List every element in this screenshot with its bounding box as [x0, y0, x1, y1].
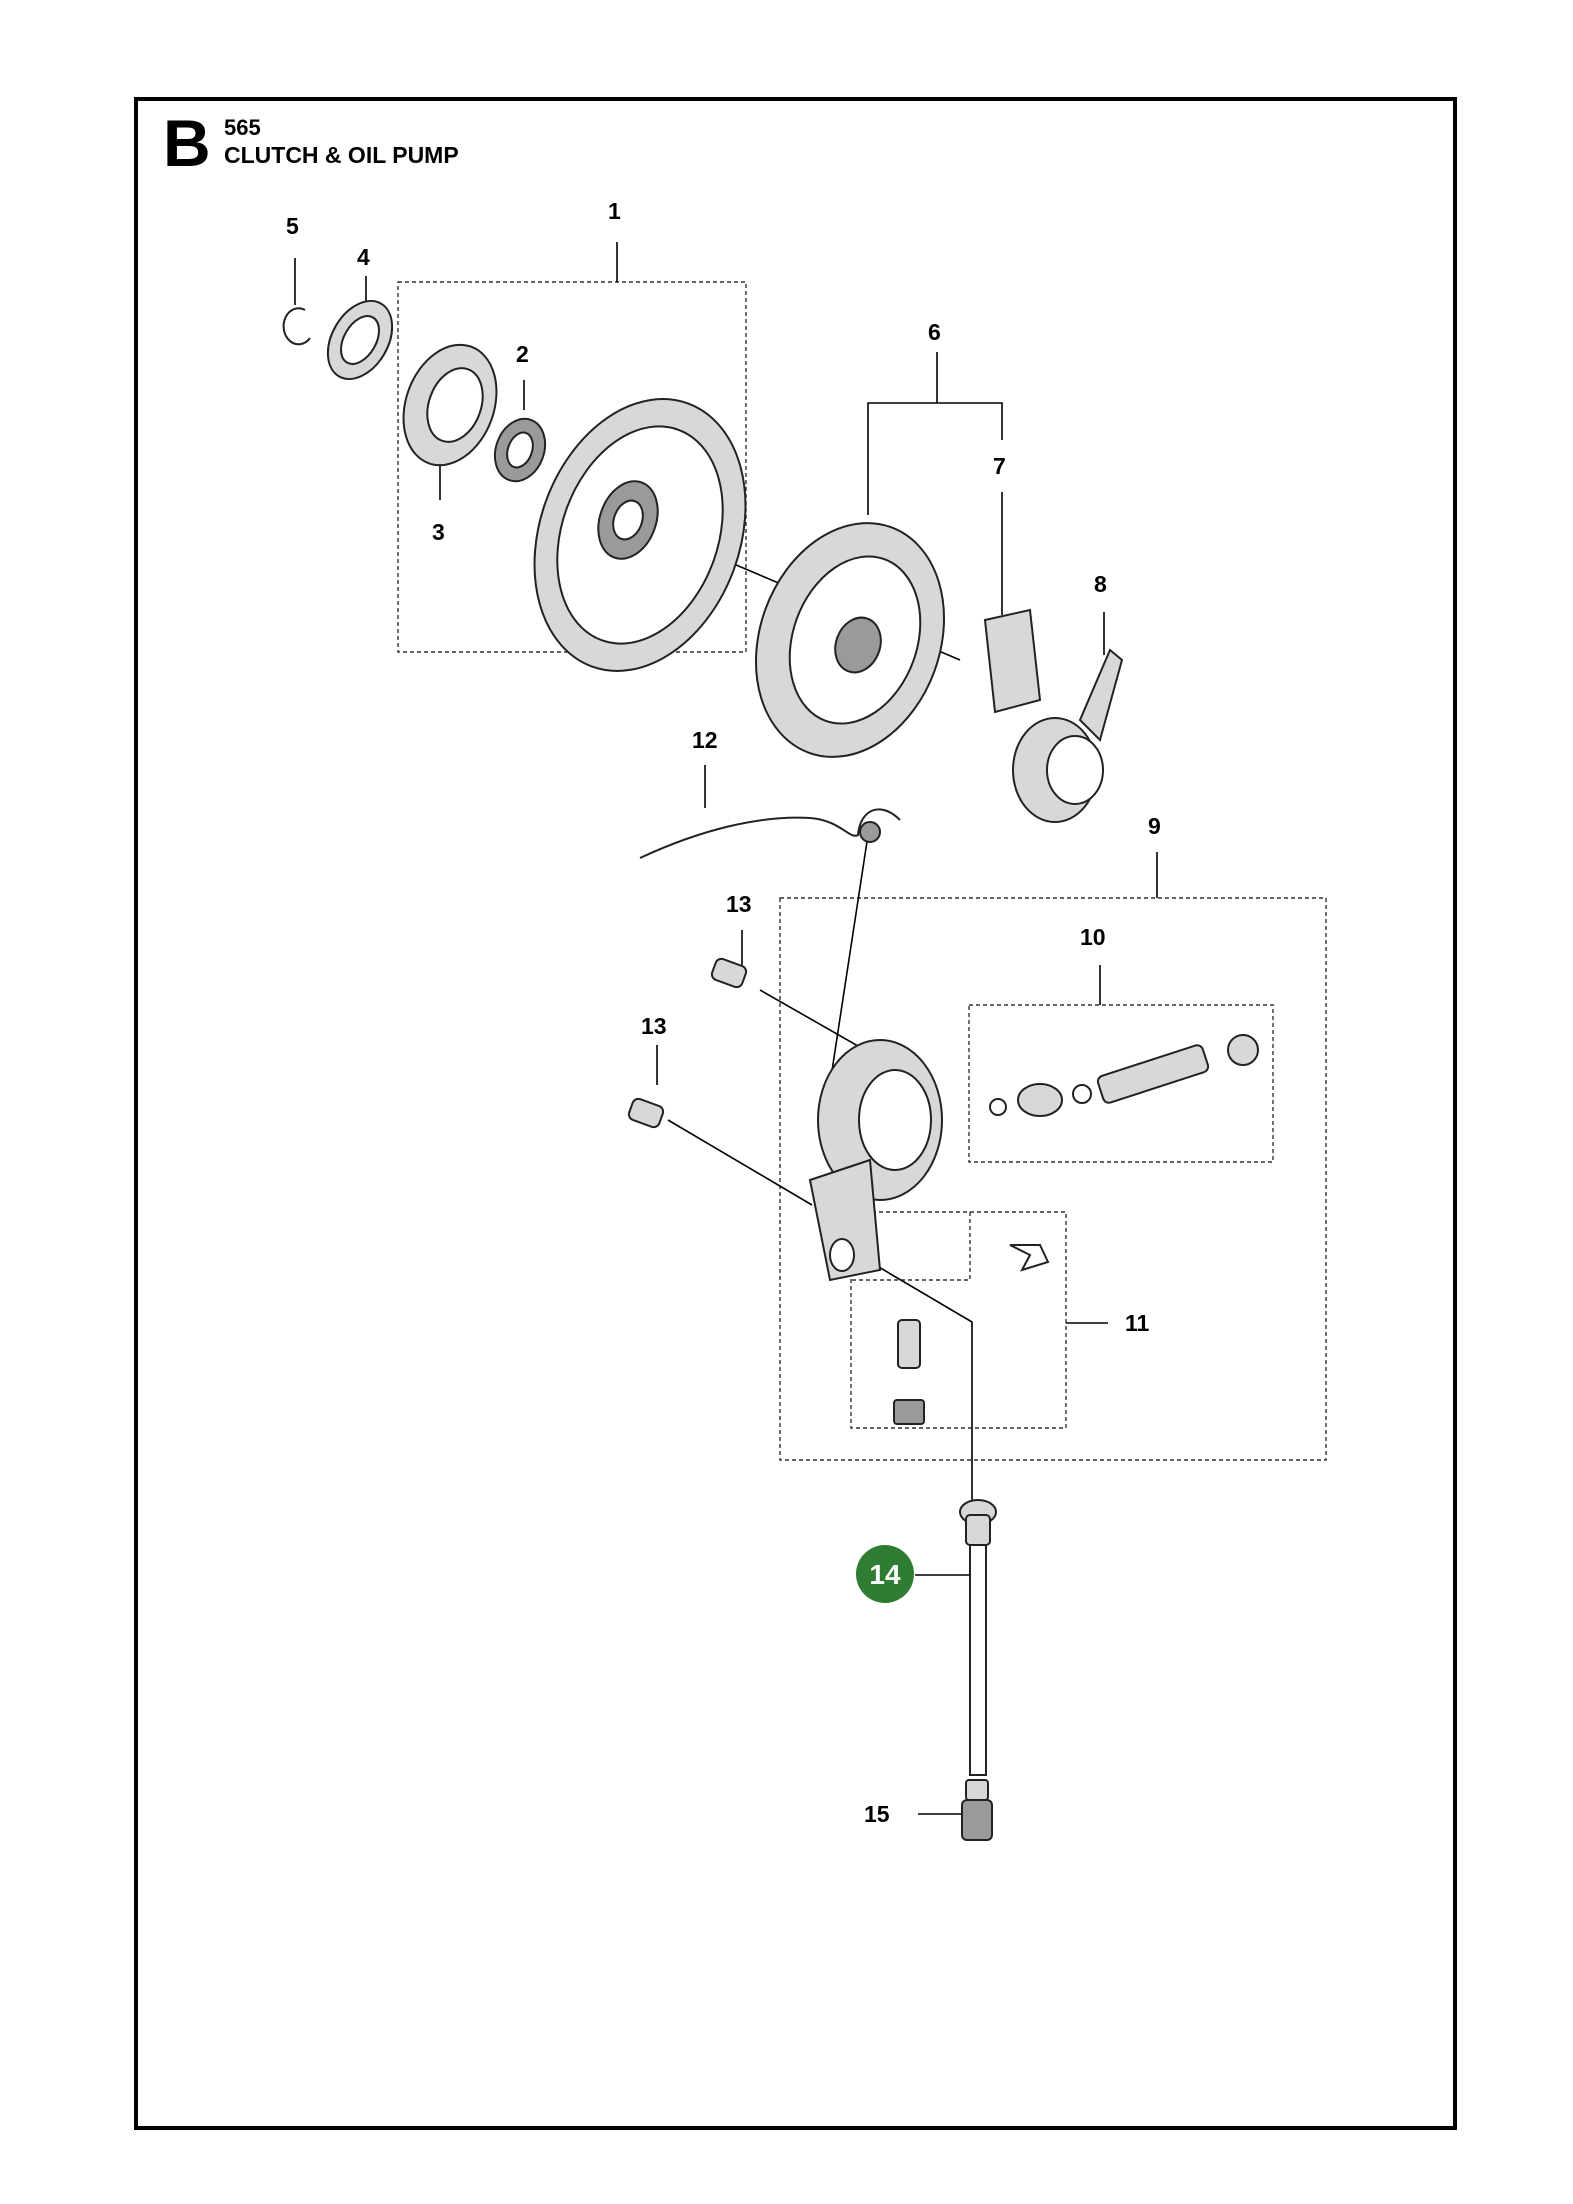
callout-3: 3 [432, 519, 445, 545]
callout-6: 6 [928, 319, 941, 345]
oil-hose-fitting [859, 821, 881, 843]
oil-pump-flange-hole [829, 1238, 855, 1272]
callout-13b: 13 [641, 1013, 667, 1039]
oil-pump-bore [858, 1069, 932, 1171]
model-number: 565 [224, 115, 261, 140]
callout-10: 10 [1080, 924, 1106, 950]
needle-bearing-bore [506, 431, 534, 469]
callout-12: 12 [692, 727, 718, 753]
rim-sprocket-hub [426, 367, 484, 443]
pump-washer-part [989, 1098, 1007, 1116]
callout-4: 4 [357, 244, 370, 270]
oil-line-axis [825, 834, 869, 1111]
pump-cap-part [1227, 1034, 1259, 1066]
pump-spring-part [1017, 1083, 1063, 1117]
callout-15: 15 [864, 1801, 890, 1827]
diagram-title: CLUTCH & OIL PUMP [224, 142, 459, 168]
oil-pump-flange [808, 1158, 882, 1282]
oil-hose-part [639, 808, 901, 859]
adjuster-nut-part [893, 1399, 925, 1425]
section-letter: B [163, 106, 211, 180]
oil-filter-neck [965, 1779, 989, 1801]
highlight-callout-badge [856, 1545, 914, 1603]
worm-gear-face [1046, 735, 1104, 805]
callout-11: 11 [1125, 1310, 1150, 1336]
clutch-drum-bore [612, 499, 644, 541]
oil-pipe-collar [965, 1514, 991, 1546]
group-box-9 [779, 897, 1327, 1461]
callout-2: 2 [516, 341, 529, 367]
diagram-frame [134, 97, 1457, 2130]
worm-gear-arm [1078, 648, 1124, 742]
circlip-part [282, 307, 311, 346]
oil-pipe-tube [969, 1544, 987, 1776]
callout-14: 14 [869, 1559, 901, 1590]
clutch-spring-part [983, 608, 1042, 714]
callout-5: 5 [286, 213, 299, 239]
callout-7: 7 [993, 453, 1006, 479]
group-box-11 [850, 1211, 1067, 1429]
callout-1: 1 [608, 198, 621, 224]
adjuster-clip-part [1009, 1244, 1050, 1272]
screw-13a-part [710, 957, 748, 989]
washer-hole [340, 315, 380, 365]
callout-13a: 13 [726, 891, 752, 917]
oil-filter-part [961, 1799, 993, 1841]
leader-6 [867, 352, 1003, 515]
callout-9: 9 [1148, 813, 1161, 839]
callout-8: 8 [1094, 571, 1107, 597]
group-box-10 [968, 1004, 1274, 1163]
pump-piston-part [1096, 1044, 1210, 1104]
clutch-center [834, 616, 882, 674]
adjuster-screw-part [897, 1319, 921, 1369]
screw-axis-lower [667, 1119, 813, 1206]
pump-axis-line [849, 1249, 973, 1500]
pump-seal-part [1072, 1084, 1092, 1104]
screw-13b-part [627, 1097, 665, 1129]
